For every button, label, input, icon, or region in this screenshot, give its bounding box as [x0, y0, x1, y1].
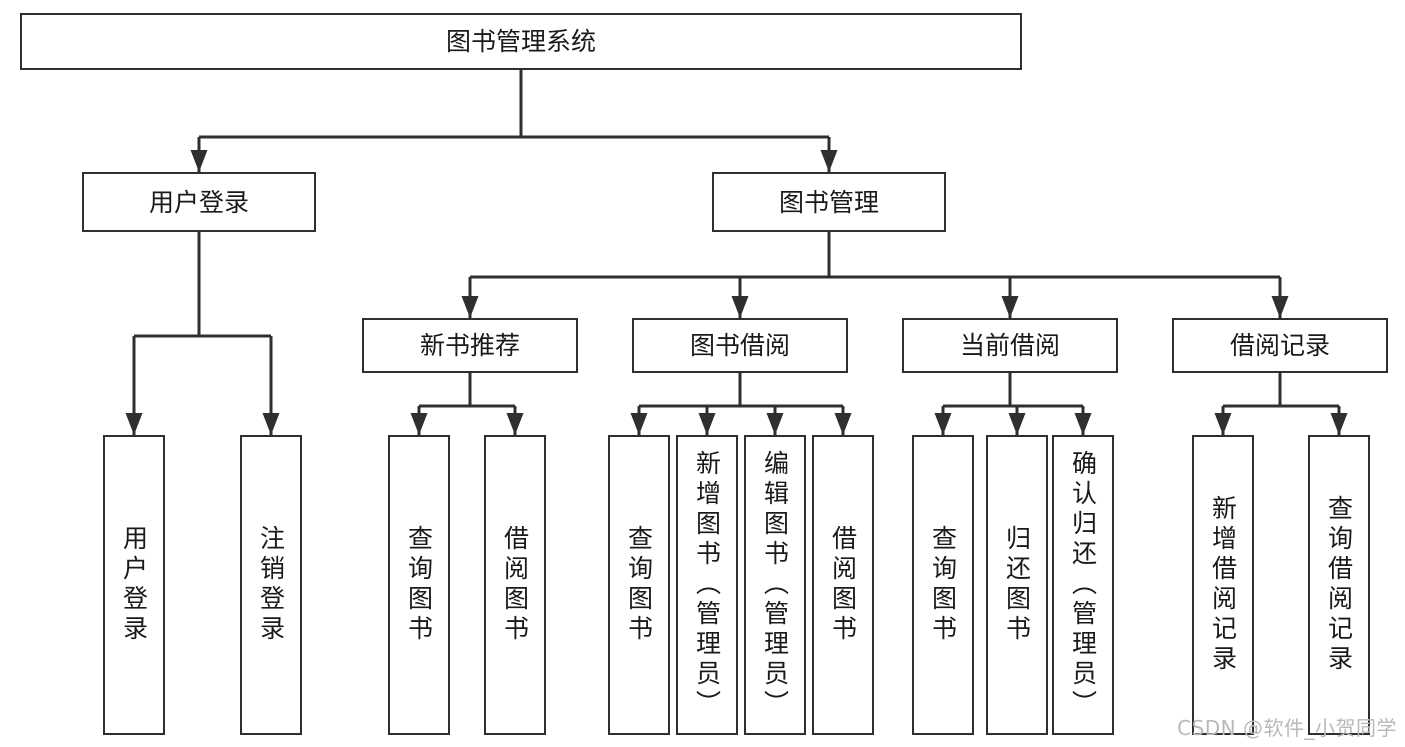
node-label: 用户登录 [148, 187, 249, 217]
node-label: 图书借阅 [689, 331, 790, 360]
node-current-borrow[interactable]: 当前借阅 [902, 318, 1118, 373]
node-label: 借阅图书 [500, 525, 530, 645]
node-leaf-borrow-book-2[interactable]: 借阅图书 [812, 435, 874, 735]
node-label: 借阅图书 [828, 525, 858, 645]
node-label: 注销登录 [256, 525, 286, 645]
node-label: 新增图书（管理员） [692, 450, 722, 720]
node-user-login[interactable]: 用户登录 [82, 172, 316, 232]
node-leaf-add-book[interactable]: 新增图书（管理员） [676, 435, 738, 735]
node-label: 查询图书 [404, 525, 434, 645]
node-leaf-borrow-book-1[interactable]: 借阅图书 [484, 435, 546, 735]
node-leaf-edit-book[interactable]: 编辑图书（管理员） [744, 435, 806, 735]
node-book-management[interactable]: 图书管理 [712, 172, 946, 232]
node-leaf-confirm-return[interactable]: 确认归还（管理员） [1052, 435, 1114, 735]
node-label: 查询图书 [928, 525, 958, 645]
node-leaf-user-logout[interactable]: 注销登录 [240, 435, 302, 735]
node-leaf-return-book[interactable]: 归还图书 [986, 435, 1048, 735]
csdn-watermark: CSDN @软件_小贺同学 [1177, 716, 1397, 740]
node-book-borrow[interactable]: 图书借阅 [632, 318, 848, 373]
node-label: 借阅记录 [1229, 331, 1330, 360]
node-leaf-query-borrow-record[interactable]: 查询借阅记录 [1308, 435, 1370, 735]
node-label: 确认归还（管理员） [1068, 450, 1098, 720]
node-leaf-query-book-2[interactable]: 查询图书 [608, 435, 670, 735]
node-label: 查询借阅记录 [1324, 495, 1354, 675]
node-leaf-query-book-3[interactable]: 查询图书 [912, 435, 974, 735]
node-label: 归还图书 [1002, 525, 1032, 645]
node-borrow-record[interactable]: 借阅记录 [1172, 318, 1388, 373]
node-label: 编辑图书（管理员） [760, 450, 790, 720]
node-label: 图书管理系统 [445, 27, 596, 56]
node-label: 用户登录 [119, 525, 149, 645]
node-leaf-add-borrow-record[interactable]: 新增借阅记录 [1192, 435, 1254, 735]
node-leaf-user-login[interactable]: 用户登录 [103, 435, 165, 735]
node-label: 新增借阅记录 [1208, 495, 1238, 675]
node-label: 新书推荐 [419, 331, 520, 360]
node-label: 图书管理 [778, 187, 879, 217]
node-label: 当前借阅 [959, 331, 1060, 360]
node-new-book-recommend[interactable]: 新书推荐 [362, 318, 578, 373]
node-label: 查询图书 [624, 525, 654, 645]
node-leaf-query-book-1[interactable]: 查询图书 [388, 435, 450, 735]
node-root-system[interactable]: 图书管理系统 [20, 13, 1022, 70]
